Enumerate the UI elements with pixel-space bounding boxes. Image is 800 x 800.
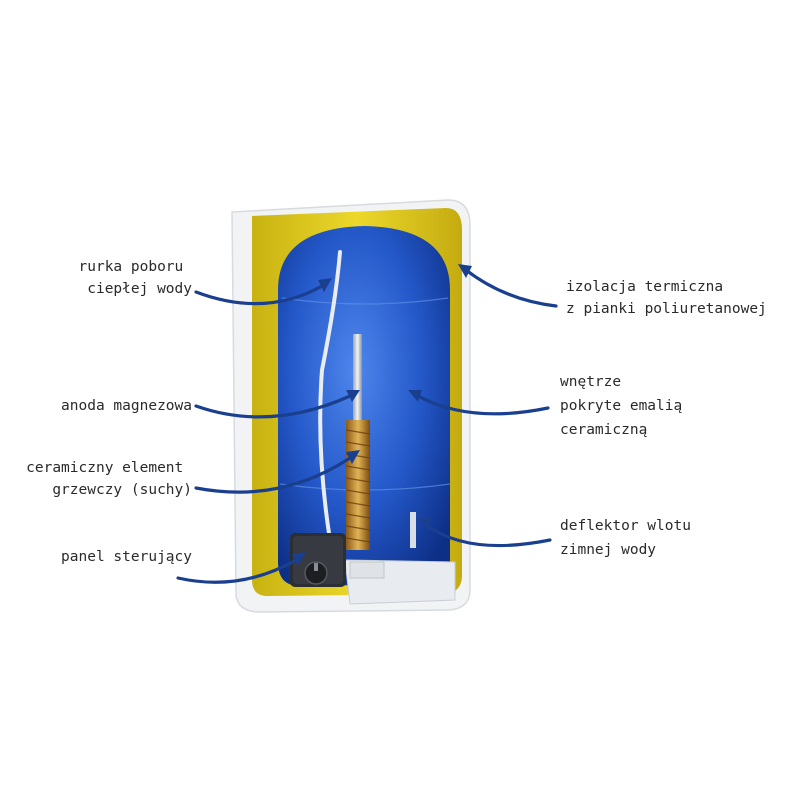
annotation-arrows bbox=[176, 264, 558, 584]
arrow-heater bbox=[194, 450, 360, 494]
anode-rod bbox=[353, 334, 362, 424]
enamel-tank bbox=[278, 226, 450, 586]
label-heater: ceramiczny element grzewczy (suchy) bbox=[26, 460, 192, 498]
label-hot-pipe: rurka poboru ciepłej wody bbox=[79, 259, 193, 297]
cold-inlet-deflector bbox=[410, 512, 416, 548]
label-panel: panel sterujący bbox=[61, 549, 192, 565]
arrow-insulation bbox=[458, 264, 558, 308]
thermostat-knob-icon bbox=[304, 561, 328, 585]
base-fitting bbox=[349, 561, 385, 579]
arrow-anode bbox=[194, 390, 360, 419]
hot-water-pipe bbox=[318, 250, 342, 542]
arrow-hot-pipe bbox=[194, 278, 332, 306]
arrow-panel bbox=[176, 552, 306, 584]
ceramic-heating-element bbox=[345, 420, 371, 550]
control-panel bbox=[290, 533, 346, 587]
heater-body bbox=[231, 199, 471, 613]
label-insulation: izolacja termiczna z pianki poliuretanow… bbox=[566, 279, 767, 317]
tank-seam bbox=[281, 297, 449, 305]
arrow-deflector bbox=[418, 518, 552, 548]
label-deflector: deflektor wlotu zimnej wody bbox=[560, 518, 700, 558]
arrow-interior bbox=[408, 390, 550, 416]
labels: rurka poboru ciepłej wody izolacja termi… bbox=[26, 259, 767, 565]
label-interior: wnętrze pokryte emalią ceramiczną bbox=[560, 374, 691, 438]
label-anode: anoda magnezowa bbox=[61, 398, 192, 414]
